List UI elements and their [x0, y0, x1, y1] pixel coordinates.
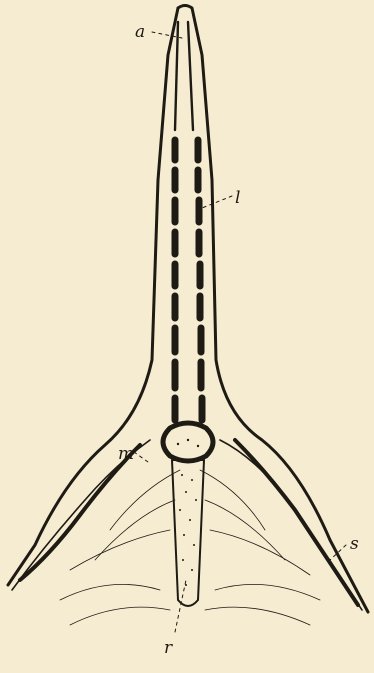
- label-a: a: [135, 24, 145, 41]
- fin-line: [205, 500, 285, 560]
- fin-line: [60, 584, 160, 600]
- label-r: r: [164, 640, 172, 657]
- label-l: l: [235, 190, 240, 207]
- inner-wing-right: [220, 440, 362, 610]
- stipple-dot: [187, 439, 189, 441]
- stipple-dot: [185, 491, 187, 493]
- stipple-dot: [197, 445, 199, 447]
- fin-line: [210, 530, 310, 575]
- stipple-dot: [181, 474, 183, 476]
- stipple-dot: [191, 569, 193, 571]
- fin-line: [70, 607, 170, 625]
- stipple-dot: [193, 544, 195, 546]
- fin-line: [215, 584, 320, 600]
- stipple-dot: [189, 519, 191, 521]
- label-m: m: [118, 446, 134, 463]
- fin-line: [95, 500, 175, 560]
- fin-line: [205, 607, 310, 625]
- joint: [163, 423, 213, 461]
- fin-line: [200, 470, 265, 530]
- wing-ray-right: [235, 440, 358, 605]
- column-line-left: [175, 22, 178, 130]
- stipple-dot: [185, 584, 187, 586]
- basal-rod: [172, 460, 204, 606]
- stipple-dot: [195, 499, 197, 501]
- fin-line: [110, 470, 180, 530]
- outer-outline: [8, 6, 368, 613]
- wing-ray-left: [20, 445, 140, 580]
- stipple-dot: [183, 534, 185, 536]
- leader-m: [134, 452, 148, 462]
- stipple-dot: [191, 479, 193, 481]
- label-s: s: [350, 536, 359, 553]
- fin-line: [70, 530, 170, 570]
- stipple-dot: [182, 559, 184, 561]
- leader-l: [202, 196, 232, 208]
- stipple-dot: [177, 443, 179, 445]
- stipple-dot: [179, 509, 181, 511]
- column-line-right: [188, 22, 193, 130]
